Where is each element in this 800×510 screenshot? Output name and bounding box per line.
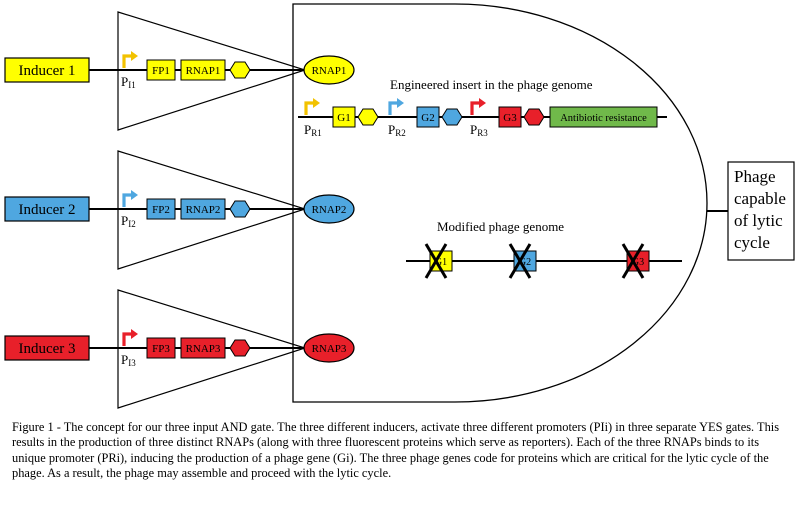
promoter-r2-arrow-arrowhead	[397, 98, 404, 108]
rnap1-gene-box-label: RNAP1	[186, 65, 221, 77]
insert-protein-3-hexagon	[523, 108, 545, 126]
rnap3-protein-hexagon	[229, 339, 251, 357]
insert-gene-g2-box-label: G2	[421, 112, 434, 124]
promoter-r1-arrow	[304, 101, 314, 115]
output-line-3: of lytic	[734, 211, 783, 230]
yes-gate-1: Inducer 1 PI1 FP1 RNAP1 RNAP1	[4, 11, 355, 131]
and-gate-diagram: Phage capable of lytic cycle Engineered …	[4, 3, 795, 409]
promoter-r2-label: PR2	[388, 122, 406, 138]
rnap2-output-label: RNAP2	[312, 204, 347, 216]
knocked-out-gene-2: G2	[508, 243, 537, 279]
insert-title: Engineered insert in the phage genome	[390, 77, 593, 92]
rnap3-output-ellipse	[303, 333, 355, 363]
output-box	[727, 161, 795, 261]
rnap1-protein-hexagon	[229, 61, 251, 79]
insert-gene-g3-box-label: G3	[503, 112, 517, 124]
promoter-r3-arrow	[470, 101, 480, 115]
knockout-cross-icon	[424, 243, 448, 279]
promoter-i2-label: PI2	[121, 213, 136, 229]
promoter-r1-arrow-arrowhead	[313, 98, 320, 108]
modified-gene-g3-box-label: G3	[632, 257, 644, 268]
insert-protein-2-hexagon	[441, 108, 463, 126]
antibiotic-resistance-box	[549, 106, 658, 128]
promoter-i3-label: PI3	[121, 352, 136, 368]
inducer-3-box	[4, 335, 90, 361]
promoter-i3-arrow	[122, 332, 132, 346]
modified-gene-g1-box-label: G1	[435, 257, 447, 268]
fp3-box-label: FP3	[152, 343, 170, 355]
promoter-i1-arrow-arrowhead	[131, 51, 138, 61]
insert-gene-g1-box	[332, 106, 356, 128]
fp1-box-label: FP1	[152, 65, 170, 77]
modified-gene-g2-box-label: G2	[519, 257, 531, 268]
rnap1-output-label: RNAP1	[312, 65, 347, 77]
output-line-1: Phage	[734, 167, 776, 186]
insert-protein-1-hexagon	[357, 108, 379, 126]
knocked-out-gene-1: G1	[424, 243, 453, 279]
rnap3-gene-box-label: RNAP3	[186, 343, 221, 355]
rnap3-gene-box	[180, 337, 226, 359]
rnap2-gene-box	[180, 198, 226, 220]
promoter-i3-arrow-arrowhead	[131, 329, 138, 339]
yes-gate-3: Inducer 3 PI3 FP3 RNAP3 RNAP3	[4, 289, 355, 409]
rnap1-gene-box	[180, 59, 226, 81]
promoter-i1-label: PI1	[121, 74, 136, 90]
fp2-box-label: FP2	[152, 204, 170, 216]
fp2-box	[146, 198, 176, 220]
fp1-box	[146, 59, 176, 81]
rnap1-output-ellipse	[303, 55, 355, 85]
promoter-i2-arrow-arrowhead	[131, 190, 138, 200]
rnap2-output-ellipse	[303, 194, 355, 224]
insert-gene-g3-box	[498, 106, 522, 128]
promoter-r1-label: PR1	[304, 122, 322, 138]
knocked-out-gene-3: G3	[621, 243, 650, 279]
insert-gene-g1-box-label: G1	[337, 112, 350, 124]
modified-title: Modified phage genome	[437, 219, 564, 234]
inducer-2-label: Inducer 2	[18, 202, 75, 218]
promoter-r3-arrow-arrowhead	[479, 98, 486, 108]
promoter-i2-arrow	[122, 193, 132, 207]
output-line-2: capable	[734, 189, 786, 208]
rnap3-output-label: RNAP3	[312, 343, 347, 355]
rnap2-protein-hexagon	[229, 200, 251, 218]
knockout-cross-icon	[508, 243, 532, 279]
rnap2-gene-box-label: RNAP2	[186, 204, 221, 216]
promoter-r2-arrow	[388, 101, 398, 115]
modified-genes: G1 G2 G3	[424, 243, 650, 279]
yes-gate-2: Inducer 2 PI2 FP2 RNAP2 RNAP2	[4, 150, 355, 270]
fp3-box	[146, 337, 176, 359]
inducer-2-box	[4, 196, 90, 222]
output-line-4: cycle	[734, 233, 770, 252]
knockout-cross-icon	[621, 243, 645, 279]
antibiotic-resistance-box-label: Antibiotic resistance	[560, 113, 647, 124]
promoter-i1-arrow	[122, 54, 132, 68]
promoter-r3-label: PR3	[470, 122, 488, 138]
insert-gene-g2-box	[416, 106, 440, 128]
inducer-3-label: Inducer 3	[18, 341, 75, 357]
inducer-1-label: Inducer 1	[18, 63, 75, 79]
figure-caption: Figure 1 - The concept for our three inp…	[12, 420, 780, 481]
and-gate-body	[292, 3, 708, 403]
